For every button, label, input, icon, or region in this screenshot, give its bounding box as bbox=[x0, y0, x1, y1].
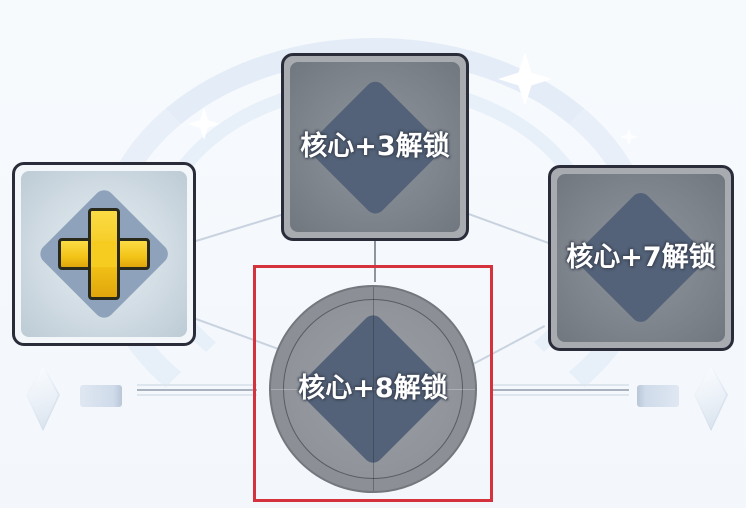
crystal-gem-icon bbox=[26, 365, 60, 431]
rail-track-right bbox=[493, 384, 629, 396]
plus-icon bbox=[58, 208, 150, 300]
sparkle-icon bbox=[620, 128, 638, 146]
node-core-8[interactable]: 核心+8解锁 bbox=[269, 285, 477, 493]
connector-line-vertical bbox=[374, 238, 376, 282]
node-core-7[interactable]: 核心+7解锁 bbox=[548, 165, 734, 351]
rail-cap-left bbox=[80, 385, 122, 407]
crystal-gem-icon bbox=[694, 365, 728, 431]
rail-track-left bbox=[137, 384, 257, 396]
node-label: 核心+8解锁 bbox=[298, 373, 448, 404]
rail-cap-right bbox=[637, 385, 679, 407]
node-label: 核心+3解锁 bbox=[300, 131, 450, 162]
node-core-plus[interactable] bbox=[12, 162, 196, 346]
node-label: 核心+7解锁 bbox=[566, 242, 716, 273]
node-core-3[interactable]: 核心+3解锁 bbox=[281, 53, 469, 241]
